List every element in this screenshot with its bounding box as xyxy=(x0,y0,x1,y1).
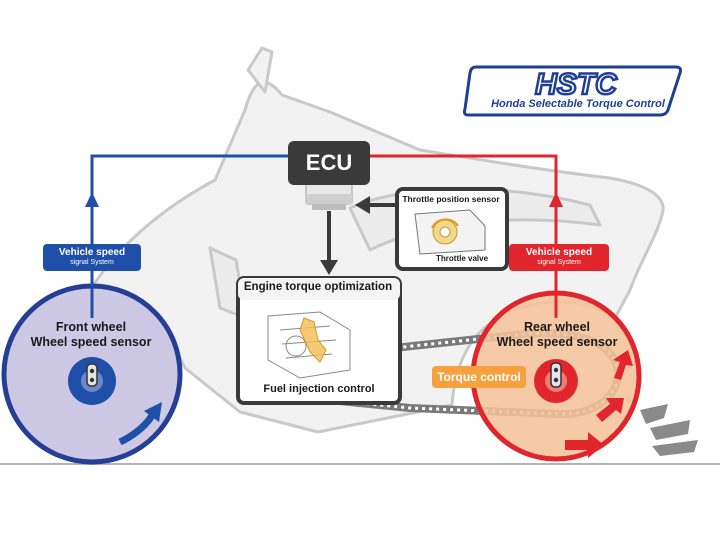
rear-wheel-line2: Wheel speed sensor xyxy=(496,335,618,349)
engine-torque-title: Engine torque optimization xyxy=(243,281,393,293)
rear-signal-subtitle: signal System xyxy=(537,259,581,266)
rear-signal-arrow xyxy=(549,192,563,207)
front-signal-subtitle: signal System xyxy=(70,259,114,266)
front-wheel-label: Front wheel Wheel speed sensor xyxy=(26,320,156,350)
throttle-valve-label: Throttle valve xyxy=(436,254,489,263)
throttle-to-ecu-arrow xyxy=(355,196,370,214)
ecu-unit xyxy=(305,183,353,210)
front-signal-arrow xyxy=(85,192,99,207)
rear-vehicle-speed-signal: Vehicle speed signal System xyxy=(509,244,609,271)
rear-rotation-arrows xyxy=(565,350,633,458)
front-wheel-line2: Wheel speed sensor xyxy=(30,335,152,349)
rear-wheel-label: Rear wheel Wheel speed sensor xyxy=(482,320,632,350)
front-wheel-line1: Front wheel xyxy=(55,320,127,334)
hstc-logo-subtitle: Honda Selectable Torque Control xyxy=(491,98,665,110)
engine-box xyxy=(236,276,402,405)
fuel-injection-label: Fuel injection control xyxy=(263,383,375,395)
torque-control-label: Torque control xyxy=(432,366,526,388)
skid-marks xyxy=(640,404,698,456)
throttle-sensor-title: Throttle position sensor xyxy=(402,194,500,204)
rear-wheel xyxy=(470,290,642,462)
hstc-logo-text: HSTC xyxy=(535,68,618,101)
front-rotation-arrowhead xyxy=(144,402,162,422)
front-signal-title: Vehicle speed xyxy=(58,247,126,258)
rear-wheel-line1: Rear wheel xyxy=(523,320,590,334)
hstc-logo: HSTC xyxy=(462,64,684,118)
throttle-sensor-box xyxy=(395,187,509,271)
ecu-to-engine-arrow xyxy=(320,260,338,275)
front-vehicle-speed-signal: Vehicle speed signal System xyxy=(43,244,141,271)
ecu-label: ECU xyxy=(288,141,370,185)
front-wheel xyxy=(1,283,183,465)
rear-signal-title: Vehicle speed xyxy=(525,247,593,258)
